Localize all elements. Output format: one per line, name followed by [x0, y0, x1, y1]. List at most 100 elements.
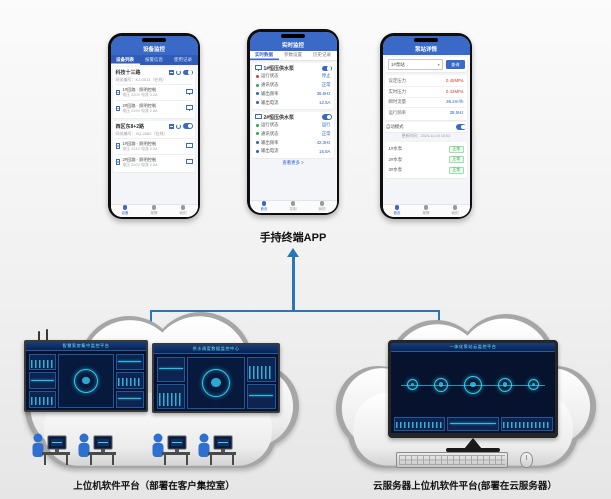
dashboard-nodes: [391, 352, 555, 417]
phone2-navbar: 首页 控制 我的: [249, 199, 337, 213]
connector-line: [150, 310, 440, 312]
toggle-switch: [182, 123, 193, 129]
group-title: 科技十三路: [115, 70, 141, 76]
caption-right: 云服务器上位机软件平台(部署在云服务器）: [373, 481, 557, 492]
status-dot: [255, 74, 259, 78]
nav-icon: [423, 205, 429, 210]
chevron-down-icon: ▾: [437, 62, 440, 67]
dash-panel: [28, 372, 57, 389]
dash-center: [58, 353, 114, 408]
data-row: 运行状态运行: [255, 121, 332, 130]
operator-workstation: [198, 433, 237, 466]
status-row: 1#水泵正常: [388, 144, 465, 155]
ring-gauge-icon: [407, 379, 418, 390]
item-sub: 电压 219V 电流 2.8A: [122, 109, 158, 113]
item-title: 2#回路 · 照明控制: [122, 156, 157, 162]
phone1-statusbar: [110, 35, 198, 44]
tab-realtime: 实时数据: [250, 51, 279, 60]
phone1-screen: 设备监控 设备列表 报警信息 使用记录 科技十三路 网关编号：KJ-0013（在…: [110, 35, 198, 217]
dash-panel: [115, 372, 144, 389]
status-badge: 正常: [448, 145, 464, 153]
dash-panel: [500, 417, 553, 431]
phone1-title: 设备监控: [110, 43, 198, 55]
ring-gauge-icon: [434, 377, 448, 392]
station-value: 1#泵站: [391, 61, 405, 67]
status-dot: [255, 83, 259, 87]
up-arrow-head: [287, 248, 299, 257]
monitor-stand-base: [446, 448, 500, 452]
phone1-body: 科技十三路 网关编号：KJ-0013（在线） 1#回路 · 照明控制 电压 22…: [111, 65, 198, 204]
dashboard-body: [26, 351, 146, 410]
ring-gauge-icon: [498, 377, 512, 392]
item-sub: 电压 220V 电流 3.2A: [122, 93, 158, 97]
item-sub: 电压 221V 电流 3.0A: [122, 146, 158, 151]
antenna-icon: [46, 329, 48, 341]
phone3-title: 泵站详情: [382, 43, 470, 55]
dashboard-title: 一体化泵站云监控平台: [391, 343, 555, 352]
pump-status-card: 1#水泵正常 2#水泵正常 3#水泵正常: [385, 141, 467, 178]
nav-icon: [452, 205, 458, 210]
nav-item-control: 控制: [279, 201, 308, 213]
station-select: 1#泵站 ▾: [387, 59, 444, 70]
monitor-icon: [185, 89, 193, 95]
tab-alarms: 报警信息: [145, 56, 163, 62]
status-dot: [255, 149, 259, 153]
query-button: 查询: [446, 59, 465, 70]
monitor-stand: [464, 438, 482, 449]
desktop-monitor: 一体化泵站云监控平台: [388, 340, 558, 438]
monitor-icon: [185, 142, 193, 149]
notch-icon: [414, 37, 438, 42]
toggle-switch: [182, 69, 193, 76]
nav-icon: [151, 205, 157, 210]
device-item: 1#回路 · 照明控制 电压 220V 电流 3.2A: [115, 84, 193, 100]
nav-icon: [394, 205, 400, 210]
data-row: 通讯状态正常: [255, 129, 332, 138]
device-icon: [254, 113, 262, 120]
tab-params: 参数设置: [284, 52, 302, 57]
document-icon: [115, 105, 120, 112]
dashboard-title: 智慧泵房集中监控平台: [26, 342, 146, 351]
group-title: 1#恒压供水泵: [263, 66, 295, 72]
dashboard-footer: [391, 417, 555, 433]
dash-panel: [115, 390, 144, 408]
station-select-row: 1#泵站 ▾ 查询: [385, 57, 467, 72]
dash-center: [187, 356, 245, 409]
dash-panel: [246, 356, 276, 382]
ring-gauge-icon: [202, 368, 230, 397]
tab-history: 历史记录: [313, 52, 331, 57]
document-icon: [115, 89, 120, 96]
phone1-tabs: 设备列表 报警信息 使用记录: [110, 54, 198, 65]
status-badge: 正常: [448, 166, 464, 174]
group-meta: 网关编号：KJ-0013（在线）: [115, 77, 167, 82]
dash-panel: [28, 353, 57, 371]
keyboard: [396, 452, 508, 468]
monitor-icon: [185, 105, 193, 111]
status-dot: [255, 123, 259, 127]
group-meta: 网关编号：XQ-0082（在线）: [115, 130, 168, 136]
phone-mockup-2: 实时监控 实时数据 参数设置 历史记录 1#恒压供水泵 运行状态停止 通讯状态正…: [247, 29, 339, 215]
nav-icon: [180, 205, 186, 210]
dash-panel: [28, 390, 57, 408]
status-dot: [255, 141, 259, 145]
dash-panel: [447, 417, 499, 431]
list-icon: [168, 123, 174, 129]
view-more-link: 查看更多 >: [282, 160, 304, 166]
nav-item-alarms: 报警: [140, 205, 169, 217]
status-dot: [255, 92, 259, 96]
dash-panel: [156, 356, 186, 382]
control-room-screen-2: 供水调度数据监控中心: [152, 343, 280, 413]
control-room-screen-1: 智慧泵房集中监控平台: [24, 340, 148, 412]
toggle-switch: [321, 65, 332, 72]
status-dot: [255, 132, 259, 136]
